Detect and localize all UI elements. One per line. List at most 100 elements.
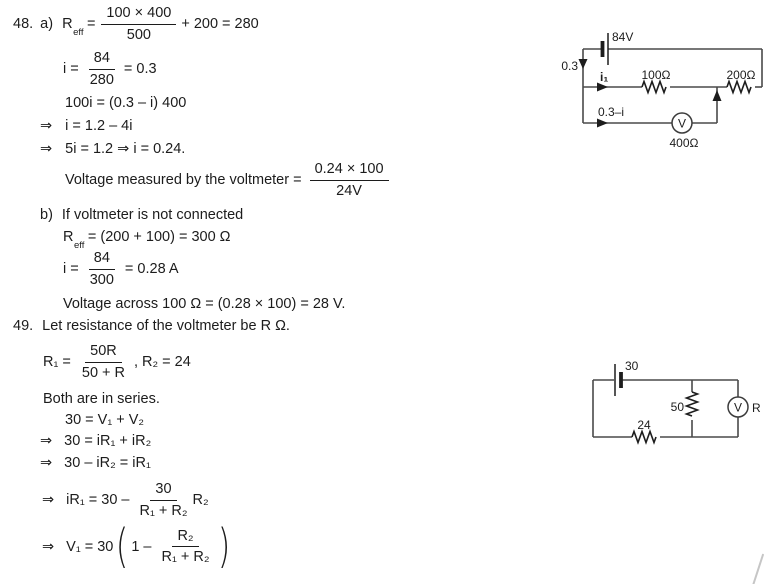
resistor-200-icon [726, 79, 752, 95]
eq48-line1-tail: + 200 = 280 [181, 16, 259, 33]
resistor-100-icon [641, 79, 667, 95]
fraction-denominator: R₁ + R₂ [139, 502, 188, 519]
eq49-line3-text: Both are in series. [43, 391, 160, 407]
eq48-line2-pre: i = [63, 61, 79, 78]
open-paren: ( [116, 519, 129, 573]
implies-arrow: ⇒ [40, 433, 53, 449]
eq49-line1-text: Let resistance of the voltmeter be R Ω. [42, 318, 290, 334]
current-down-arrow-icon [578, 59, 588, 69]
battery-voltage-label: 84V [612, 30, 633, 44]
eq49-line7-pre: iR₁ = 30 – [66, 492, 130, 509]
fraction-numerator: 84 [88, 50, 115, 70]
fraction-denominator: 50 + R [81, 364, 125, 381]
branch2-current-label: 0.3–i [598, 105, 624, 119]
series-resistor-label: 24 [637, 418, 651, 432]
current-right-arrow-icon [597, 118, 608, 128]
implies-arrow: ⇒ [42, 492, 55, 509]
eq48-part-b-line3-pre: i = [63, 261, 79, 278]
eq48-voltmeter-text: Voltage measured by the voltmeter = [65, 172, 302, 189]
eq48-part-b-text: If voltmeter is not connected [61, 207, 244, 223]
fraction-numerator: 100 × 400 [101, 5, 177, 25]
eq48-voltmeter-line: Voltage measured by the voltmeter = 0.24… [65, 161, 389, 199]
voltmeter-resistance-label: R [752, 401, 761, 415]
current-right-arrow-icon [597, 82, 608, 92]
equals-sign: = [86, 16, 96, 33]
eq49-line2: R₁ = 50R 50 + R , R₂ = 24 [43, 343, 191, 381]
eq48-part-b-line2: Reff = (200 + 100) = 300 Ω [63, 229, 231, 250]
battery-voltage-label: 30 [625, 359, 639, 373]
eq48-line3: 100i = (0.3 – i) 400 [65, 95, 186, 111]
eq48-line4: ⇒ i = 1.2 – 4i [40, 118, 132, 134]
voltmeter-letter: V [678, 117, 686, 131]
fraction: 30 R₁ + R₂ [135, 481, 193, 519]
eq49-line2-pre: R₁ = [43, 354, 71, 371]
fraction: 0.24 × 100 24V [309, 161, 389, 199]
fraction: 84 280 [85, 50, 119, 88]
fraction: 100 × 400 500 [101, 5, 177, 43]
eq48-line3-text: 100i = (0.3 – i) 400 [65, 95, 187, 111]
eq48-part-b-line2-tail: = (200 + 100) = 300 Ω [87, 229, 231, 245]
implies-arrow: ⇒ [42, 538, 55, 555]
fraction-numerator: R₂ [172, 528, 199, 548]
fraction-numerator: 50R [85, 343, 122, 363]
page-corner-mark [751, 553, 765, 584]
eq48-line4-text: i = 1.2 – 4i [65, 118, 133, 134]
eq49-line4-text: 30 = V₁ + V₂ [65, 412, 145, 428]
battery-icon [600, 33, 609, 65]
fraction-numerator: 0.24 × 100 [309, 161, 389, 181]
eq49-line7: ⇒ iR₁ = 30 – 30 R₁ + R₂ R₂ [42, 481, 209, 519]
eq49-line8-pre: V₁ = 30 [66, 538, 114, 555]
implies-arrow: ⇒ [40, 118, 53, 134]
implies-arrow: ⇒ [40, 141, 53, 157]
eq49-line6: ⇒ 30 – iR₂ = iR₁ [40, 455, 151, 471]
battery-icon [614, 364, 623, 396]
parallel-resistor-label: 50 [671, 400, 685, 414]
eq49-line7-tail: R₂ [192, 492, 209, 509]
fraction-denominator: 300 [89, 271, 114, 288]
eq49-line8: ⇒ V₁ = 30 ( 1 – R₂ R₁ + R₂ ) [42, 519, 232, 573]
eq48-part-b-line3: i = 84 300 = 0.28 A [63, 250, 179, 288]
circuit-diagram-49: V 30 24 50 R [592, 359, 761, 445]
reff-subscript: eff [73, 239, 85, 251]
current-up-arrow-icon [712, 90, 722, 101]
eq48-part-b-line4: Voltage across 100 Ω = (0.28 × 100) = 28… [63, 296, 345, 312]
problem-number-48: 48. [13, 16, 34, 33]
part-a-label: a) [40, 16, 54, 33]
branch1-current-label: i₁ [600, 70, 608, 84]
fraction: 84 300 [85, 250, 119, 288]
eq48-part-b-line3-tail: = 0.28 A [124, 261, 179, 278]
resistor-50-icon [684, 391, 700, 417]
eq49-line1: 49. Let resistance of the voltmeter be R… [13, 318, 290, 334]
resistor-200-label: 200Ω [727, 68, 756, 82]
eq48-line2-tail: = 0.3 [123, 61, 157, 78]
eq48-line5-text: 5i = 1.2 ⇒ i = 0.24. [65, 141, 186, 157]
eq49-line2-tail: , R₂ = 24 [134, 354, 191, 371]
voltmeter-resistance-label: 400Ω [670, 136, 699, 150]
reff-symbol: R [63, 229, 74, 245]
eq48-part-b-line4-text: Voltage across 100 Ω = (0.28 × 100) = 28… [63, 296, 346, 312]
fraction-denominator: 24V [336, 182, 362, 199]
fraction: R₂ R₁ + R₂ [157, 528, 215, 566]
eq49-line5-text: 30 = iR₁ + iR₂ [64, 433, 152, 449]
eq48-line1: 48. a) Reff = 100 × 400 500 + 200 = 280 [13, 5, 259, 43]
resistor-100-label: 100Ω [642, 68, 671, 82]
eq48-line5: ⇒ 5i = 1.2 ⇒ i = 0.24. [40, 141, 185, 157]
fraction-numerator: 30 [150, 481, 177, 501]
eq49-line5: ⇒ 30 = iR₁ + iR₂ [40, 433, 151, 449]
close-paren: ) [217, 519, 230, 573]
fraction-numerator: 84 [88, 250, 115, 270]
implies-arrow: ⇒ [40, 455, 53, 471]
reff-symbol: R [62, 16, 73, 33]
voltmeter-letter: V [734, 401, 742, 415]
eq48-line2: i = 84 280 = 0.3 [63, 50, 157, 88]
fraction-denominator: 280 [89, 71, 114, 88]
circuit-diagram-48: V 84V 0.3 i₁ 100Ω 200Ω 0.3–i 400Ω [561, 30, 763, 150]
part-b-label: b) [40, 207, 53, 223]
voltmeter-icon [671, 112, 693, 134]
eq49-line6-text: 30 – iR₂ = iR₁ [64, 455, 151, 471]
voltmeter-icon [727, 396, 749, 418]
fraction-denominator: 500 [126, 26, 151, 43]
reff-subscript: eff [73, 27, 84, 39]
fraction: 50R 50 + R [77, 343, 130, 381]
